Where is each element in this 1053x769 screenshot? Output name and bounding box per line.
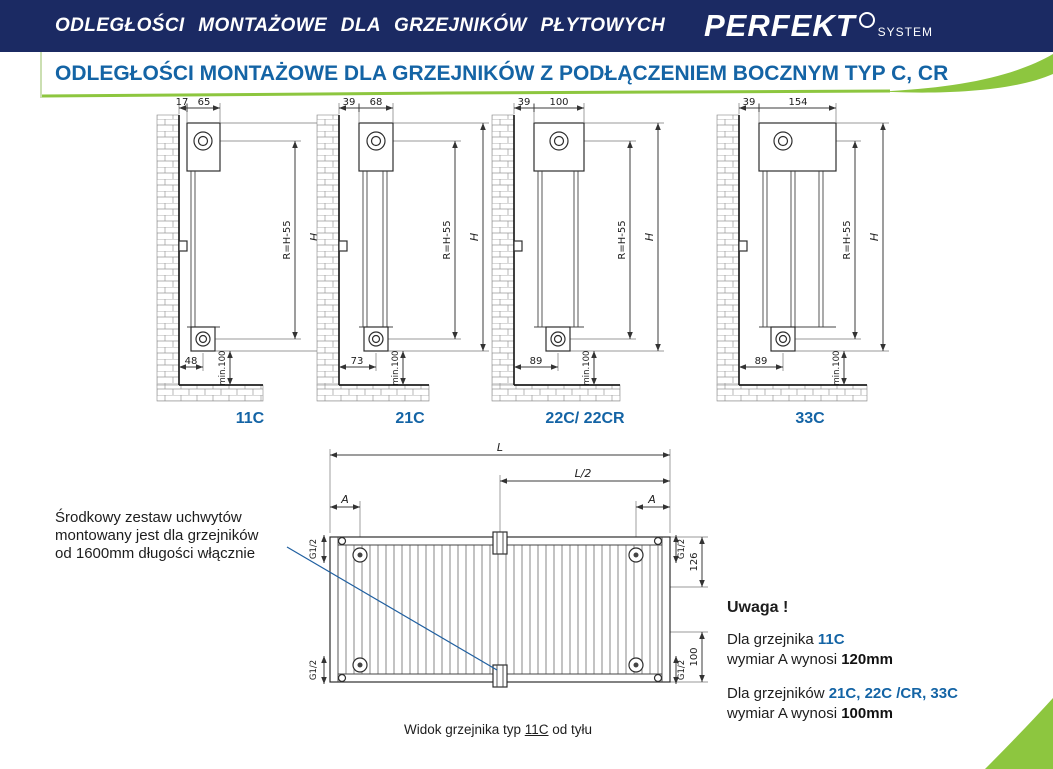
rear-view-diagram: L L/2 A A G1/2 G1/2 G1/2 G1/2 126 100 [309, 441, 708, 688]
dim-floor-clearance: min.100 [391, 351, 401, 386]
radiator-side-view [338, 122, 394, 352]
note-2: Dla grzejników 21C, 22C /CR, 33C wymiar … [727, 684, 997, 724]
center-bracket-note: Środkowy zestaw uchwytów montowany jest … [55, 509, 305, 563]
thread-label-tl: G1/2 [309, 539, 319, 559]
note-line: montowany jest dla grzejników [55, 527, 259, 544]
dim-bracket-a-right: A [647, 493, 656, 506]
dim-floor-clearance: min.100 [582, 351, 592, 386]
subheader-bar: ODLEGŁOŚCI MONTAŻOWE DLA GRZEJNIKÓW Z PO… [0, 52, 1053, 96]
dim-wall-gap: 17 [176, 97, 189, 108]
notes-title: Uwaga ! [727, 599, 789, 616]
dim-wall-gap: 39 [743, 97, 756, 108]
radiator-rear-view [329, 531, 671, 688]
dim-hook-spacing: R=H-55 [282, 220, 293, 259]
note-line: Środkowy zestaw uchwytów [55, 509, 242, 526]
side-diagram-22c: 39 100 R=H-55 H 89 min.100 22C/ 22CR [491, 97, 664, 427]
dim-bottom-offset: 89 [530, 356, 543, 367]
dim-wall-gap: 39 [343, 97, 356, 108]
dim-height: H [868, 233, 881, 241]
notes-block: Uwaga ! Dla grzejnika 11C wymiar A wynos… [727, 598, 997, 738]
rear-view-caption: Widok grzejnika typ 11C od tyłu [368, 722, 628, 737]
note-2-prefix: Dla grzejników [727, 685, 829, 702]
radiator-type-label: 33C [795, 410, 825, 427]
header-bar: ODLEGŁOŚCI MONTAŻOWE DLA GRZEJNIKÓW PŁYT… [0, 0, 1053, 52]
note-1-type: 11C [817, 631, 845, 648]
radiator-side-view [738, 122, 837, 352]
radiator-side-view [513, 122, 585, 352]
dimension-lines [339, 104, 486, 385]
note-line: od 1600mm długości włącznie [55, 545, 256, 562]
dim-depth: 100 [549, 97, 568, 108]
dim-bottom-offset: 89 [755, 356, 768, 367]
dim-bottom-offset: 73 [351, 356, 364, 367]
caption-text: od tyłu [548, 722, 593, 737]
dim-bracket-a-left: A [340, 493, 349, 506]
wall-hatch [316, 114, 340, 386]
brand-logo: PERFEKT SYSTEM [703, 8, 933, 43]
radiator-type-label: 21C [395, 410, 425, 427]
radiator-side-view [178, 122, 221, 352]
wall-hatch [491, 114, 515, 386]
dim-height: H [308, 233, 321, 241]
note-1-line2: wymiar A wynosi [727, 651, 842, 668]
radiator-type-label: 11C [236, 410, 265, 427]
dim-height: H [468, 233, 481, 241]
dim-hook-spacing: R=H-55 [617, 220, 628, 259]
floor-hatch [716, 384, 868, 402]
note-2-value: 100mm [841, 705, 893, 722]
side-diagram-33c: 39 154 R=H-55 H 89 min.100 33C [716, 97, 889, 427]
dim-top-offset: 126 [689, 552, 700, 571]
dim-half-length: L/2 [575, 467, 592, 480]
thread-label-br: G1/2 [677, 660, 687, 680]
note-2-types: 21C, 22C /CR, 33C [828, 685, 958, 702]
wall-hatch [716, 114, 740, 386]
dim-floor-clearance: min.100 [218, 351, 228, 386]
dim-wall-gap: 39 [518, 97, 531, 108]
caption-text: Widok grzejnika typ [403, 722, 525, 737]
dim-depth: 65 [198, 97, 211, 108]
thread-label-bl: G1/2 [309, 660, 319, 680]
page-title: ODLEGŁOŚCI MONTAŻOWE DLA GRZEJNIKÓW PŁYT… [55, 15, 666, 36]
dim-bottom-offset: 48 [185, 356, 198, 367]
side-diagram-21c: 39 68 R=H-55 H 73 min.100 21C [316, 97, 489, 427]
dim-length: L [497, 441, 503, 454]
dimension-lines [739, 104, 886, 385]
dim-height: H [643, 233, 656, 241]
floor-hatch [491, 384, 621, 402]
note-1-value: 120mm [841, 651, 893, 668]
thread-label-tr: G1/2 [677, 539, 687, 559]
wall-hatch [156, 114, 180, 386]
dim-hook-spacing: R=H-55 [442, 220, 453, 259]
dim-hook-spacing: R=H-55 [842, 220, 853, 259]
dim-bottom-offset: 100 [689, 647, 700, 666]
dim-depth: 154 [788, 97, 807, 108]
dim-depth: 68 [370, 97, 383, 108]
side-diagram-11c: 17 65 R=H-55 H 48 min.100 11C [156, 97, 329, 427]
note-2-line2: wymiar A wynosi [727, 705, 842, 722]
radiator-type-label: 22C/ 22CR [545, 410, 625, 427]
brand-logo-mark-icon [858, 12, 875, 28]
dim-floor-clearance: min.100 [832, 351, 842, 386]
extension-lines [329, 449, 708, 683]
dimension-lines [514, 104, 661, 385]
floor-hatch [316, 384, 430, 402]
brand-name: PERFEKT [703, 8, 856, 43]
note-1-prefix: Dla grzejnika [727, 631, 818, 648]
section-title: ODLEGŁOŚCI MONTAŻOWE DLA GRZEJNIKÓW Z PO… [55, 62, 949, 85]
note-1: Dla grzejnika 11C wymiar A wynosi 120mm [727, 630, 997, 670]
brand-subtitle: SYSTEM [877, 25, 933, 39]
floor-hatch [156, 384, 264, 402]
caption-type: 11C [524, 722, 549, 737]
